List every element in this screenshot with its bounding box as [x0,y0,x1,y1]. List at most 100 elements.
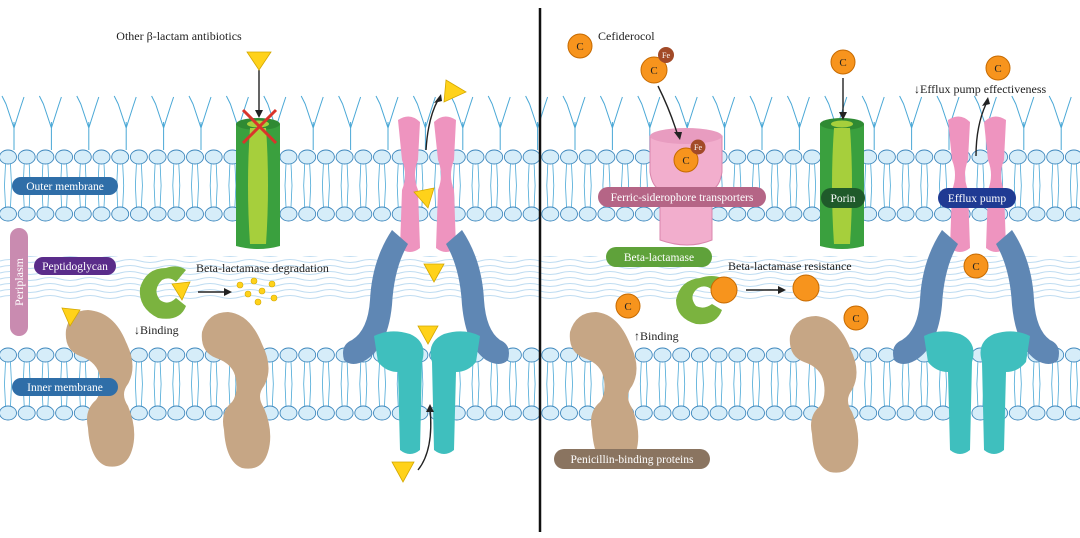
lps-chain [599,95,623,150]
phospholipid-head [915,149,934,165]
phospholipid-head [17,405,36,421]
phospholipid-head [728,405,747,421]
lipid-tail [508,163,517,208]
lipid-tail [1069,361,1078,407]
other-beta-lactam-label: Other β-lactam antibiotics [116,29,242,43]
lipid-tail [134,163,143,208]
phospholipid-head [466,206,485,222]
lps-chain [712,95,736,150]
beta-lactam-molecule [246,51,272,71]
phospholipid-head [485,149,504,165]
phospholipid-head [186,347,204,363]
phospholipid-head [690,405,709,421]
phospholipid-head [204,206,223,222]
efflux-pump-right-pink [948,116,1006,252]
lipid-tail [527,361,536,407]
phospholipid-head [747,405,765,421]
lipid-tail [864,361,873,407]
phospholipid-head [186,149,204,165]
beta-lactam-molecule [391,461,415,483]
phospholipid-head [354,206,373,222]
phospholipid-head [634,405,653,421]
phospholipid-head [915,206,934,222]
lps-chain [450,95,474,150]
phospholipid-head [73,206,92,222]
phospholipid-head [316,347,335,363]
phospholipid-head [1008,206,1027,222]
lipid-tail [546,163,555,208]
svg-text:C: C [576,41,583,53]
phospholipid-head [36,206,55,222]
phospholipid-head [0,405,17,421]
pbp-right-1 [569,312,639,469]
pbp-left-2 [201,312,271,469]
phospholipid-head [148,149,167,165]
phospholipid-head [129,206,148,222]
lps-chain [38,95,62,150]
phospholipid-head [784,405,803,421]
phospholipid-head [1027,206,1046,222]
svg-text:Fe: Fe [662,51,670,60]
lps-chain [113,95,137,150]
porin-right [820,118,864,249]
lipid-tail [527,163,536,208]
lipid-tail [882,361,891,407]
phospholipid-head [560,347,578,363]
phospholipid-head [765,347,784,363]
svg-text:Porin: Porin [831,193,856,205]
phospholipid-head [373,405,391,421]
phospholipid-head [728,149,747,165]
phospholipid-head [653,347,672,363]
phospholipid-head [73,149,92,165]
efflux-effectiveness-label: ↓Efflux pump effectiveness [914,82,1047,96]
lipid-tail [752,361,760,407]
cefiderocol-iron-complex: C Fe [673,139,706,173]
phospholipid-head [522,347,541,363]
svg-text:C: C [682,155,689,167]
phospholipid-head [877,405,896,421]
svg-text:Inner membrane: Inner membrane [27,382,103,394]
phospholipid-head [1064,206,1080,222]
phospholipid-head [915,405,934,421]
pbp-right-2 [789,316,859,473]
lps-chain [562,95,586,150]
beta-lactam-molecule [61,307,81,327]
phospholipid-head [279,347,298,363]
lipid-tail [490,163,499,208]
phospholipid-head [354,149,373,165]
cefiderocol-molecule [792,274,820,302]
phospholipid-head [1008,149,1027,165]
beta-lactamase-left [139,266,186,319]
phospholipid-head [335,149,354,165]
phospholipid-head [522,149,541,165]
lipid-tail [677,361,686,407]
lipid-tail [565,361,573,407]
lipid-tail [4,163,12,208]
lps-chain [861,95,885,150]
lipid-tail [490,361,499,407]
phospholipid-head [1027,149,1046,165]
efflux-arrow-right [975,103,987,157]
phospholipid-head [503,405,522,421]
binding-down-label: ↓Binding [134,323,179,337]
lps-chains [1,95,1072,150]
phospholipid-head [36,347,55,363]
phospholipid-head [373,149,391,165]
lipid-tail [191,361,199,407]
lipid-tail [172,361,181,407]
lipid-tail [770,361,779,407]
lps-chain [749,95,773,150]
phospholipid-head [167,149,186,165]
svg-text:Outer membrane: Outer membrane [26,181,104,193]
phospholipid-head [298,149,317,165]
lipid-tail [191,163,199,208]
phospholipid-head [784,206,803,222]
beta-lactamase-right [676,276,722,325]
lipid-tail [359,361,368,407]
cefiderocol-iron-complex: C Fe [640,47,674,84]
cefiderocol-molecule: C [843,305,869,331]
lipid-tail [378,163,386,208]
lipid-tail [920,163,929,208]
efflux-arrow-lower [417,407,432,471]
phospholipid-head [784,149,803,165]
